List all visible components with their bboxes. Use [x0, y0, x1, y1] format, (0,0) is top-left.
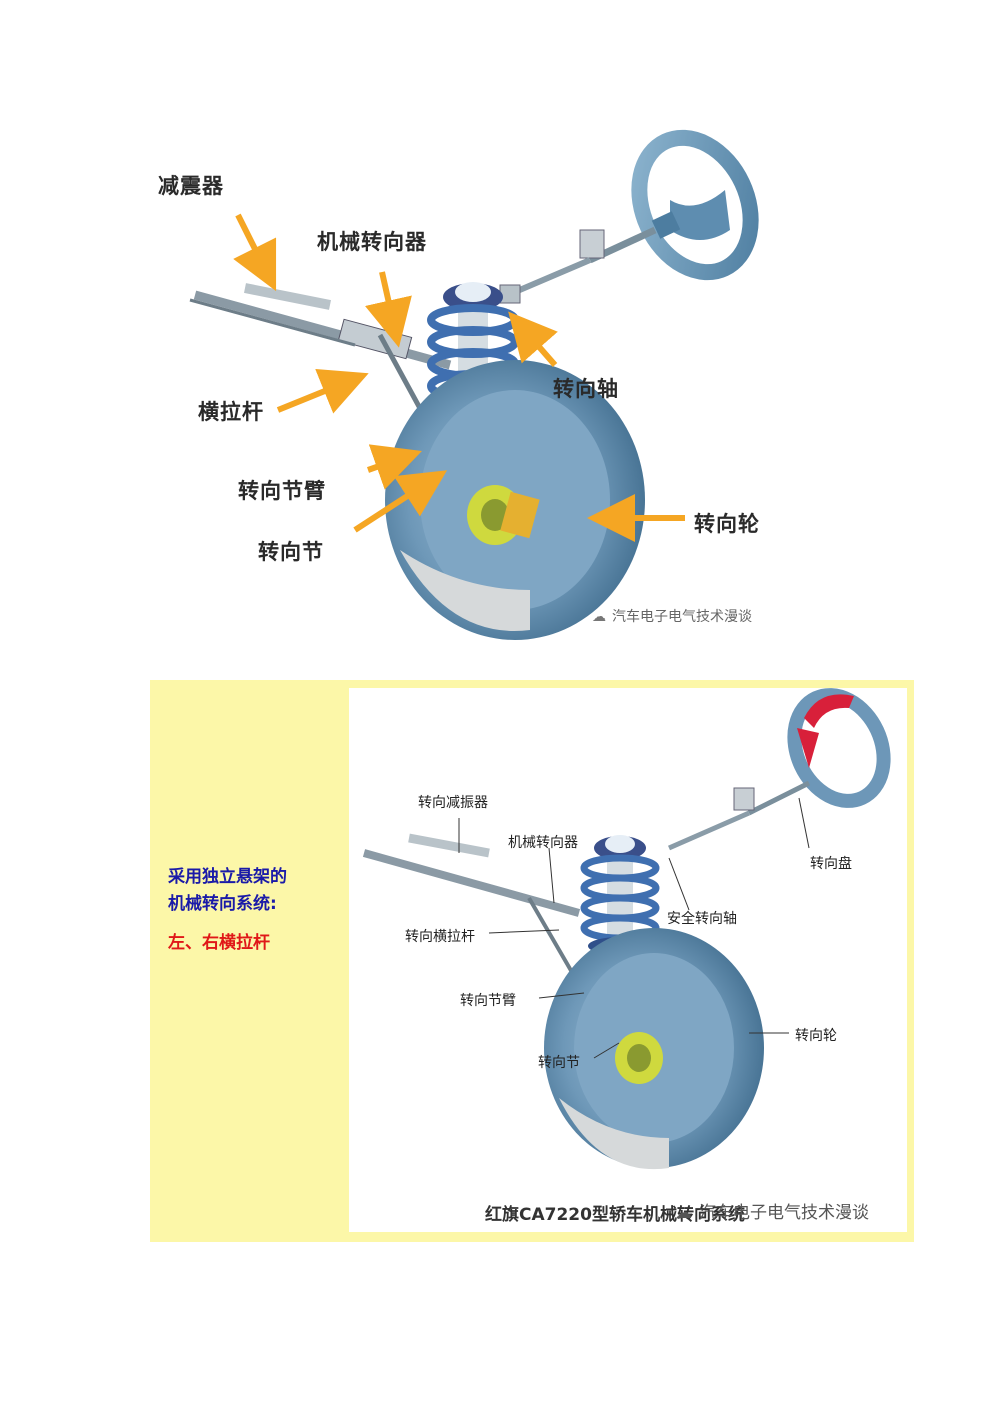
label-shock-absorber: 减震器	[158, 174, 224, 198]
label2-steering-damper: 转向减振器	[418, 795, 488, 811]
label2-mechanical-steering-gear: 机械转向器	[508, 835, 578, 851]
label2-steering-knuckle: 转向节	[538, 1055, 580, 1071]
label2-safety-steering-shaft: 安全转向轴	[667, 911, 737, 927]
diagram-top	[150, 120, 830, 660]
watermark-text-2: 汽车电子电气技术漫谈	[699, 1203, 869, 1223]
label-tie-rod: 横拉杆	[198, 400, 264, 424]
wechat-icon: ☁	[592, 609, 606, 625]
steering-system-illustration-bottom	[362, 688, 891, 1170]
watermark-text: 汽车电子电气技术漫谈	[612, 609, 752, 625]
label2-steering-road-wheel: 转向轮	[795, 1028, 837, 1044]
diagram-panel-inner	[349, 688, 907, 1232]
label-steering-knuckle-arm: 转向节臂	[238, 479, 326, 503]
steering-system-illustration-top	[189, 129, 759, 640]
label-steering-shaft: 转向轴	[553, 377, 619, 401]
label2-steering-wheel: 转向盘	[810, 856, 852, 872]
label-steering-knuckle: 转向节	[258, 540, 324, 564]
label2-steering-knuckle-arm: 转向节臂	[460, 993, 516, 1009]
side-title-line1: 采用独立悬架的	[168, 867, 287, 887]
watermark-top: ☁ 汽车电子电气技术漫谈	[592, 606, 752, 626]
steering-wheel-graphic	[631, 129, 759, 281]
label-steering-road-wheel: 转向轮	[694, 512, 760, 536]
side-highlight: 左、右横拉杆	[168, 933, 270, 953]
steering-shaft-graphic	[499, 226, 657, 304]
caption-bottom: 红旗CA7220型轿车机械转向系统	[485, 1205, 745, 1225]
watermark-bottom: ☁ 汽车电子电气技术漫谈	[675, 1198, 869, 1223]
wechat-icon-2: ☁	[675, 1203, 692, 1223]
steering-wheel-graphic-2	[787, 688, 891, 808]
callout-arrows	[233, 213, 685, 542]
tire-graphic	[385, 360, 645, 640]
side-title-line2: 机械转向系统:	[168, 894, 277, 914]
label2-steering-tie-rod: 转向横拉杆	[405, 929, 475, 945]
label-mechanical-steering-gear: 机械转向器	[317, 230, 427, 254]
